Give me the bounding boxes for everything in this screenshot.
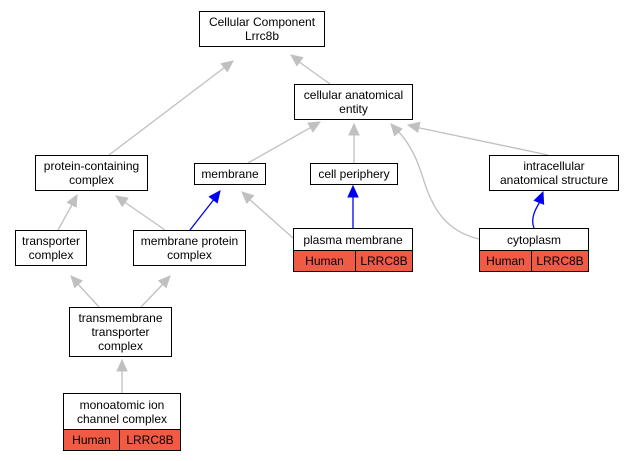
edge-membrane-to-cae-arrowhead xyxy=(307,121,322,133)
edge-mpc-to-pcc xyxy=(122,200,166,231)
node-membrane-protein-complex[interactable]: membrane protein complex xyxy=(133,230,246,266)
species-cell: Human xyxy=(305,254,344,268)
node-label: membrane protein complex xyxy=(140,234,239,262)
annotation-row: Human LRRC8B xyxy=(294,250,412,271)
node-cytoplasm[interactable]: cytoplasm Human LRRC8B xyxy=(479,228,589,272)
gene-cell: LRRC8B xyxy=(355,251,412,271)
node-plasma-membrane[interactable]: plasma membrane Human LRRC8B xyxy=(293,228,413,272)
node-membrane[interactable]: membrane xyxy=(194,163,266,185)
edge-membrane-to-cae xyxy=(247,124,316,164)
node-cellular-component-lrrc8b[interactable]: Cellular Component Lrrc8b xyxy=(199,11,325,47)
node-cellular-anatomical-entity[interactable]: cellular anatomical entity xyxy=(294,84,413,120)
node-label: membrane xyxy=(201,167,259,181)
node-label: cellular anatomical entity xyxy=(303,88,404,116)
edge-tmtc-to-transporter xyxy=(76,282,100,308)
edge-tmtc-to-transporter-arrowhead xyxy=(70,275,83,289)
species-cell: Human xyxy=(72,433,111,447)
node-label: plasma membrane xyxy=(303,232,403,247)
gene-cell: LRRC8B xyxy=(119,430,180,450)
node-label: protein-containing complex xyxy=(43,159,140,187)
node-label: cell periphery xyxy=(318,167,390,181)
node-label: transmembrane transporter complex xyxy=(78,311,163,353)
edge-mpc-to-pcc-arrowhead xyxy=(115,195,129,208)
edge-pm-to-membrane-arrowhead xyxy=(241,191,255,204)
edge-transporter-to-pcc xyxy=(57,202,74,231)
node-protein-containing-complex[interactable]: protein-containing complex xyxy=(35,155,148,191)
edge-ias-to-cae-arrowhead xyxy=(406,121,421,134)
node-intracellular-anatomical-structure[interactable]: intracellular anatomical structure xyxy=(489,155,619,191)
edge-transporter-to-pcc-arrowhead xyxy=(66,193,78,208)
annotation-row: Human LRRC8B xyxy=(64,429,180,450)
node-label: transporter complex xyxy=(21,234,81,262)
node-monoatomic-ion-channel-complex[interactable]: monoatomic ion channel complex Human LRR… xyxy=(63,393,181,451)
node-label: intracellular anatomical structure xyxy=(499,159,609,187)
node-transmembrane-transporter-complex[interactable]: transmembrane transporter complex xyxy=(69,307,172,357)
gene-cell: LRRC8B xyxy=(531,251,588,271)
edge-tmtc-to-mpc xyxy=(140,282,165,308)
edge-cae-to-root xyxy=(294,58,331,85)
edge-mpc-to-membrane xyxy=(189,197,216,231)
edge-mic-to-tmtc-arrowhead xyxy=(116,358,128,372)
annotation-row: Human LRRC8B xyxy=(480,250,588,271)
node-label: cytoplasm xyxy=(506,232,562,247)
node-label: monoatomic ion channel complex xyxy=(76,397,168,426)
edge-cellper-to-cae-arrowhead xyxy=(348,122,360,136)
edge-cyto-to-cae-arrowhead xyxy=(390,123,403,137)
edge-cyto-to-ias-arrowhead xyxy=(533,190,545,205)
edge-pm-to-cellper-arrowhead xyxy=(347,184,359,198)
edge-pm-to-membrane xyxy=(247,197,294,239)
edge-cyto-to-cae xyxy=(394,127,480,240)
edge-mpc-to-membrane-arrowhead xyxy=(208,190,221,204)
edge-cae-to-root-arrowhead xyxy=(290,54,304,67)
edge-pcc-to-root-arrowhead xyxy=(220,60,234,73)
edge-pcc-to-root xyxy=(108,60,234,156)
node-transporter-complex[interactable]: transporter complex xyxy=(15,230,87,266)
edge-cyto-to-ias xyxy=(532,199,542,229)
species-cell: Human xyxy=(486,254,525,268)
edge-ias-to-cae xyxy=(414,126,549,156)
node-label: Cellular Component Lrrc8b xyxy=(208,15,316,43)
node-cell-periphery[interactable]: cell periphery xyxy=(310,163,398,185)
edge-tmtc-to-mpc-arrowhead xyxy=(157,275,171,289)
